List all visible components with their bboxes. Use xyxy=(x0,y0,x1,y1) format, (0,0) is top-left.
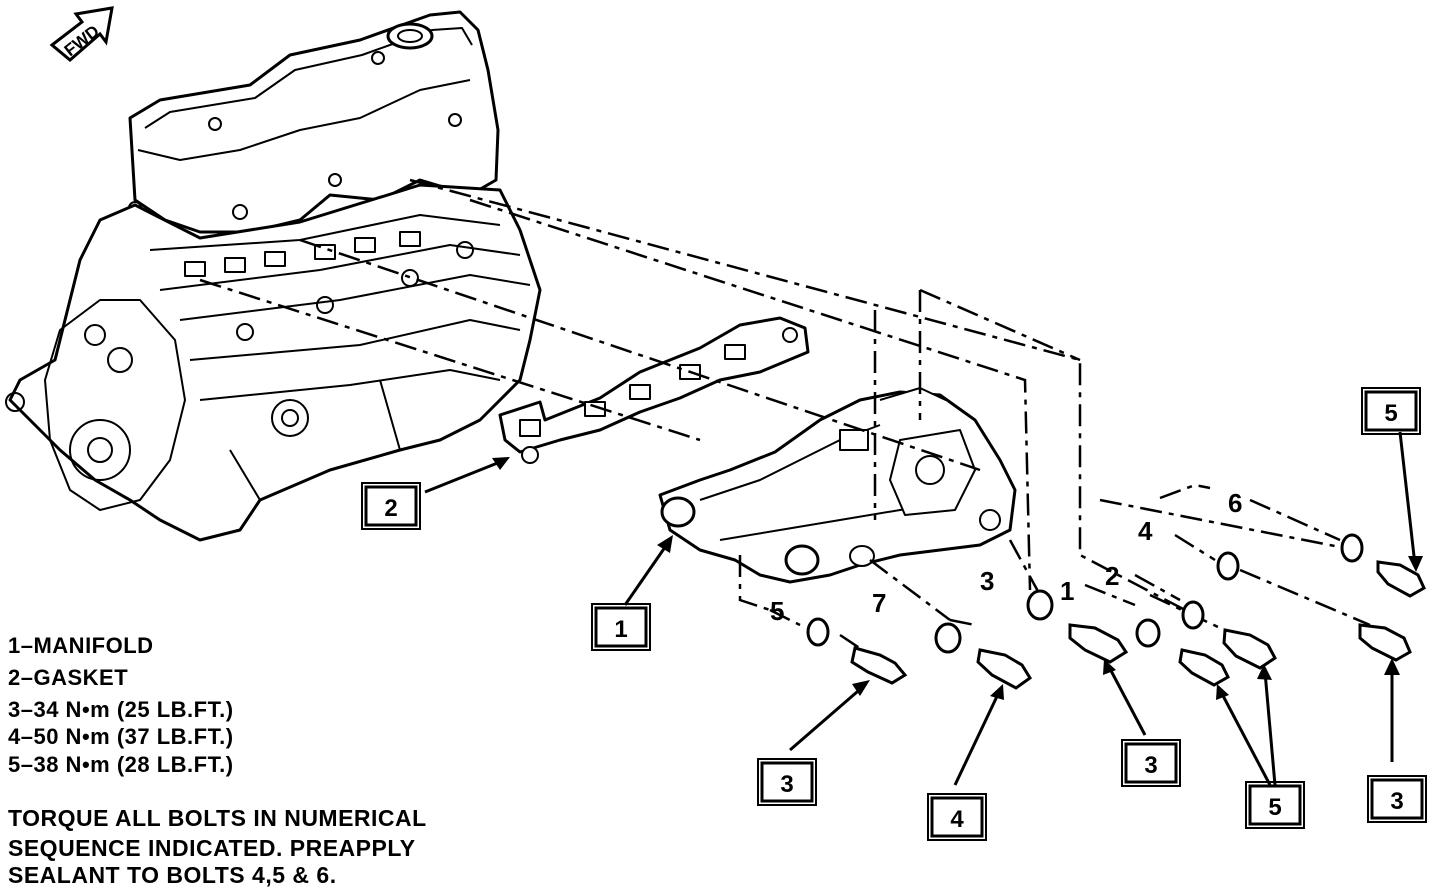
note-line-3: SEALANT TO BOLTS 4,5 & 6. xyxy=(8,862,337,888)
callout-box-2: 2 xyxy=(361,482,421,530)
callout-box-5-bottom: 5 xyxy=(1245,781,1305,829)
sequence-number-4: 4 xyxy=(1138,516,1153,546)
sequence-number-2: 2 xyxy=(1105,561,1119,591)
sequence-number-6: 6 xyxy=(1228,488,1242,518)
legend-item-torque-5: 5–38 N•m (28 LB.FT.) xyxy=(8,752,234,777)
svg-text:5: 5 xyxy=(1268,794,1281,821)
callout-box-5-top: 5 xyxy=(1361,387,1421,435)
svg-text:3: 3 xyxy=(1390,788,1403,815)
sequence-number-3: 3 xyxy=(980,566,994,596)
legend-item-torque-3: 3–34 N•m (25 LB.FT.) xyxy=(8,697,234,722)
callout-box-3-right: 3 xyxy=(1367,775,1427,823)
fwd-arrow-icon: FWD xyxy=(49,6,114,62)
bolts-and-washers xyxy=(806,533,1426,690)
engine-block xyxy=(5,10,542,542)
svg-text:1: 1 xyxy=(614,616,627,643)
alignment-lines xyxy=(199,178,1371,657)
svg-text:4: 4 xyxy=(950,806,964,833)
note-line-1: TORQUE ALL BOLTS IN NUMERICAL xyxy=(8,805,427,831)
svg-text:5: 5 xyxy=(1384,400,1397,427)
gasket xyxy=(498,316,810,464)
callout-box-4: 4 xyxy=(927,793,987,841)
callout-box-3-middle: 3 xyxy=(1121,739,1181,787)
legend-item-gasket: 2–GASKET xyxy=(8,665,129,690)
arrowheads xyxy=(492,457,1423,700)
sequence-number-1: 1 xyxy=(1060,576,1074,606)
exhaust-manifold xyxy=(658,387,1017,584)
note-line-2: SEQUENCE INDICATED. PREAPPLY xyxy=(8,835,416,861)
callout-box-1: 1 xyxy=(591,603,651,651)
legend-item-manifold: 1–MANIFOLD xyxy=(8,633,154,658)
legend-item-torque-4: 4–50 N•m (37 LB.FT.) xyxy=(8,724,234,749)
sequence-number-5: 5 xyxy=(770,596,784,626)
svg-text:3: 3 xyxy=(780,771,793,798)
sequence-number-7: 7 xyxy=(872,588,886,618)
callout-leaders xyxy=(424,431,1417,786)
callout-box-3-left: 3 xyxy=(757,758,817,806)
svg-text:2: 2 xyxy=(384,495,397,522)
svg-text:3: 3 xyxy=(1144,752,1157,779)
sequence-numbers: 1 2 3 4 5 6 7 xyxy=(770,488,1242,626)
